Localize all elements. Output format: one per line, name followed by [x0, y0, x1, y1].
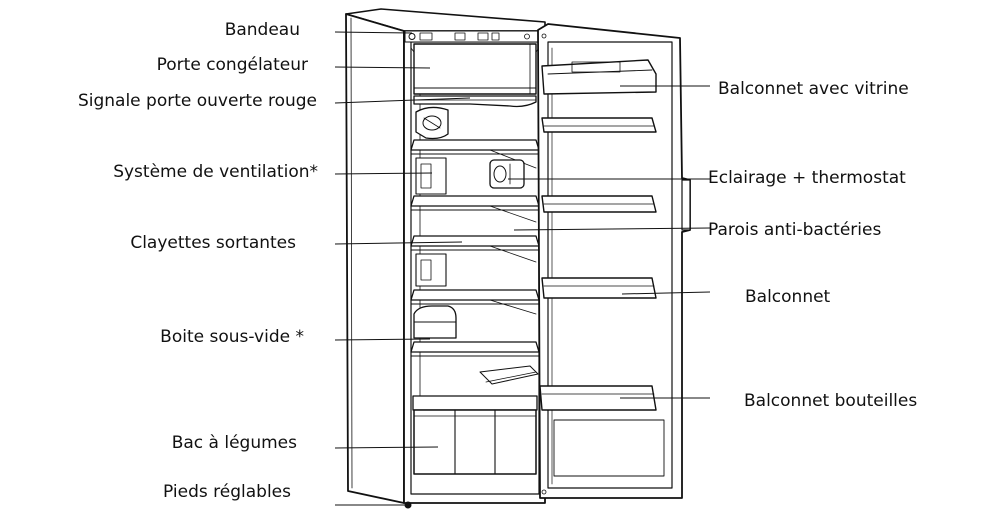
- wall-boxes: [415, 157, 447, 287]
- labels-right: Balconnet avec vitrine Eclairage + therm…: [708, 79, 917, 411]
- label-bac-legumes: Bac à légumes: [172, 433, 297, 453]
- fridge-door: [537, 23, 691, 499]
- ventilation-fan: [415, 106, 449, 140]
- label-parois-anti-bacteries: Parois anti-bactéries: [708, 220, 881, 240]
- light-thermostat-unit: [489, 159, 525, 189]
- label-boite-sous-vide: Boite sous-vide *: [160, 327, 304, 347]
- label-signale-porte: Signale porte ouverte rouge: [78, 91, 317, 111]
- label-balconnet-bouteilles: Balconnet bouteilles: [744, 391, 917, 411]
- bottom-shelf: [479, 365, 539, 385]
- label-porte-congelateur: Porte congélateur: [157, 55, 308, 75]
- vegetable-drawer: [412, 395, 538, 475]
- callout-lines: [334, 31, 711, 506]
- label-systeme-ventilation: Système de ventilation*: [113, 162, 318, 182]
- label-bandeau: Bandeau: [225, 20, 300, 40]
- label-clayettes-sortantes: Clayettes sortantes: [130, 233, 296, 253]
- label-eclairage-thermostat: Eclairage + thermostat: [708, 168, 906, 188]
- label-balconnet-vitrine: Balconnet avec vitrine: [718, 79, 909, 99]
- freezer-compartment: [413, 43, 537, 95]
- vacuum-box: [413, 305, 457, 339]
- labels-left: Bandeau Porte congélateur Signale porte …: [78, 20, 318, 502]
- label-pieds-reglables: Pieds réglables: [163, 482, 291, 502]
- label-balconnet: Balconnet: [745, 287, 831, 307]
